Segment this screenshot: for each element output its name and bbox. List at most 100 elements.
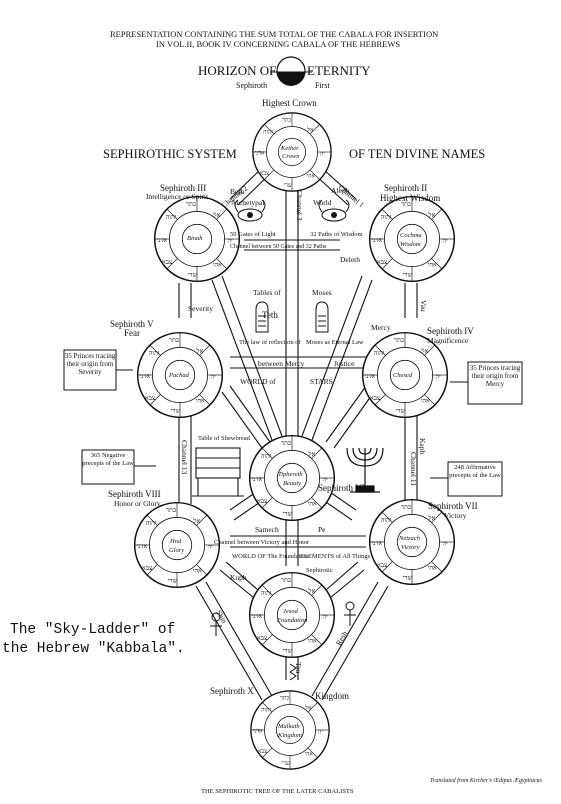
sefirah-2 [368, 195, 456, 283]
label-justice: Justice [334, 359, 355, 368]
label-mercy: Mercy [371, 323, 391, 332]
system-title-right: OF TEN DIVINE NAMES [349, 147, 485, 161]
s10-inner-sub: Kingdom [277, 732, 302, 739]
sephirotic-label: Sephirotic [306, 567, 333, 574]
s7-inner-name: Netzach [398, 535, 420, 542]
first-label: First [315, 81, 330, 90]
box-left-mid: 365 Negative precepts of the Law [81, 449, 156, 485]
s2-title: Sephiroth II [384, 183, 427, 193]
channel-victory-honor: Channel between Victory and Honor [214, 539, 310, 546]
cherub-right-icon [318, 199, 350, 222]
s8-inner-name: Hod [169, 538, 182, 545]
world-of-foundation: WORLD OF The Foundation [232, 553, 309, 560]
box-left-mid-text: 365 Negative precepts of the Law [82, 452, 134, 467]
s2-inner-sub: Wisdom [400, 241, 421, 248]
s3-title: Sephiroth III [160, 183, 206, 193]
figure-left-icon [210, 612, 222, 636]
s8-inner-sub: Glory [169, 547, 184, 554]
world-of-left: WORLD of [240, 377, 276, 386]
channel-tau: Tau [294, 662, 303, 673]
tables-of-label: Tables of [253, 288, 281, 297]
header-line2: IN VOL.II, BOOK IV CONCERNING CABALA OF … [156, 39, 400, 49]
label-severity: Severity [188, 304, 213, 313]
channel-3: Channel 3 [295, 190, 304, 221]
s4-title: Sephiroth IV [427, 326, 474, 336]
s5-title: Sephiroth V [110, 319, 154, 329]
s2-inner-name: Cochma [400, 232, 422, 239]
caption-line1: The "Sky-Ladder" of [10, 622, 175, 638]
channel-11: Channel 11 [409, 452, 418, 486]
channel-deleth: Deleth [340, 255, 360, 264]
box-right-mid-text: 248 Affirmative precepts of the Law [449, 464, 501, 479]
footer-title: THE SEPHIROTIC TREE OF THE LATER CABALIS… [201, 788, 354, 795]
channel-beth: Beth [230, 187, 244, 196]
channel-kuph: Kuph [230, 573, 247, 582]
channel-aleph: Aleph [331, 186, 350, 195]
horizon-disc-icon [270, 56, 312, 86]
box-right-top: 35 Princes tracing their origin from Mer… [450, 361, 523, 405]
cherub-left-icon [234, 199, 266, 222]
sefirah-9 [248, 571, 336, 659]
channel-teth: Teth [262, 310, 278, 320]
s3-inner-name: Binah [187, 235, 203, 242]
footer-credit: Translated from Kircher's Œdipus Ægyptia… [430, 777, 543, 784]
crown-inner-sub: Crown [282, 153, 299, 160]
s9-inner-name: Jesod [283, 608, 299, 615]
s4-subtitle: Magnificence [427, 336, 469, 345]
s5-subtitle: Fear [124, 328, 140, 338]
channel-pe: Pe [318, 525, 326, 534]
label-between-mercy: between Mercy [258, 359, 305, 368]
channel-13: Channel 13 [180, 440, 189, 475]
sephiroth-label: Sephiroth [236, 81, 267, 90]
sefirah-10 [250, 690, 330, 770]
s10-inner-name: Malkuth [277, 723, 300, 730]
archetypal-label: Archetypal [231, 198, 264, 207]
law-of-reflection: The law of reflection of [239, 339, 302, 346]
s6-inner-name: Tiphereth [278, 471, 303, 478]
s8-subtitle: Honor or Glory [114, 499, 161, 508]
s7-title: Sephiroth VII [428, 501, 478, 511]
s7-inner-sub: Victory [401, 544, 420, 551]
stars-label: STARS [310, 377, 333, 386]
gates-of-light: 50 Gates of Light [230, 231, 276, 238]
s4-inner-name: Chesed [393, 372, 413, 379]
system-title-left: SEPHIROTHIC SYSTEM [103, 147, 237, 161]
table-shewbread-label: Table of Shewbread [198, 435, 251, 442]
sefirah-7 [368, 498, 456, 586]
channel-resh: Resh [334, 629, 349, 647]
s8-title: Sephiroth VIII [108, 489, 161, 499]
header-line1: REPRESENTATION CONTAINING THE SUM TOTAL … [110, 29, 438, 39]
horizon-right: ETERNITY [307, 63, 371, 78]
channel-between-gates: Channel between 50 Gates and 32 Paths [230, 244, 327, 250]
moses-eternal-law: Moses as Eternal Law [306, 339, 364, 346]
box-left-top: 35 Princes tracing their origin from Sev… [63, 349, 133, 391]
horizon-left: HORIZON OF [198, 63, 276, 78]
paths-of-wisdom: 32 Paths of Wisdom [310, 231, 363, 238]
tablets-right-icon [315, 301, 329, 333]
channel-1: Channel 1 [337, 183, 366, 210]
highest-crown: Highest Crown [262, 98, 317, 108]
moses-label: Moses [312, 288, 332, 297]
figure-right-icon [344, 601, 356, 626]
s6-title: Sephiroth VI [318, 483, 365, 493]
box-right-mid: 248 Affirmative precepts of the Law [430, 461, 503, 497]
shewbread-table-icon [192, 447, 244, 497]
menorah-icon [346, 447, 384, 493]
s7-subtitle: Victory [444, 511, 467, 520]
channel-kaph: Kaph [418, 438, 427, 454]
s2-subtitle: Highest Wisdom [380, 193, 440, 203]
s3-subtitle: Intelligence or Spirit [146, 192, 209, 201]
tablets-left-icon [255, 301, 269, 333]
crown-inner-name: Kether [280, 145, 299, 152]
world-label: World [313, 198, 332, 207]
zigzag-icon [289, 663, 297, 681]
box-right-top-text: 35 Princes tracing their origin from Mer… [469, 364, 521, 388]
s9-inner-sub: Foundation [276, 617, 307, 624]
s10-title: Sephiroth X [210, 686, 254, 696]
channel-samech: Samech [255, 525, 279, 534]
box-left-top-text: 35 Princes tracing their origin from Sev… [64, 352, 116, 376]
sefirah-6 [248, 434, 336, 522]
sefirah-8 [133, 501, 221, 589]
